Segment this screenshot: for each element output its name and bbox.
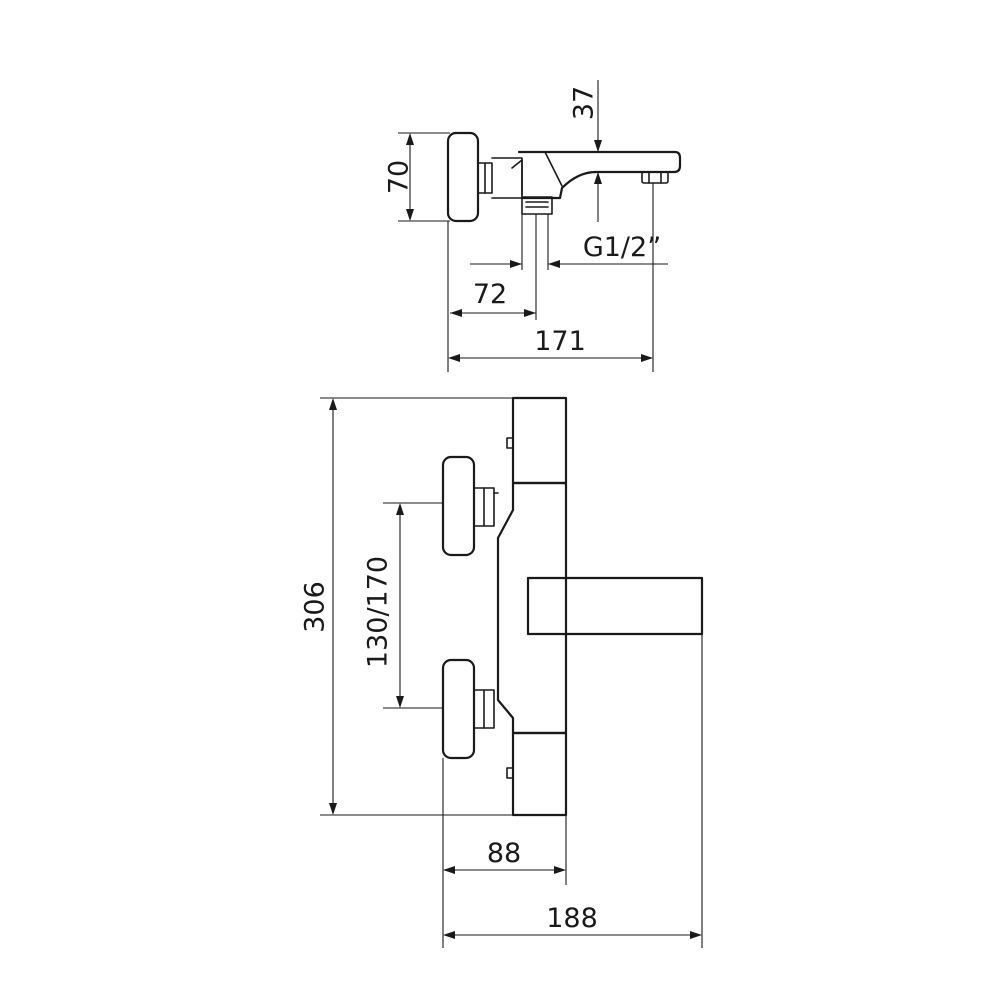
dim-label-171: 171 (534, 326, 586, 357)
mixer-body-front (496, 481, 568, 735)
bottom-end-cap (511, 731, 568, 817)
top-end-cap (511, 396, 568, 485)
dimension-37: 37 (568, 80, 604, 222)
dim-label-70: 70 (383, 160, 414, 194)
dim-label-188: 188 (546, 903, 598, 934)
thread-inlet (521, 196, 553, 215)
dimension-130-170: 130/170 (362, 502, 443, 709)
dimension-188: 188 (443, 634, 703, 948)
dimension-306: 306 (299, 397, 513, 816)
dimension-70: 70 (383, 132, 450, 222)
dim-label-130-170: 130/170 (362, 556, 393, 668)
dimension-88: 88 (442, 758, 567, 948)
top-view (446, 131, 682, 223)
wall-flange (446, 131, 480, 223)
dim-label-72: 72 (473, 279, 507, 310)
spout-outlet (641, 171, 669, 184)
mixer-body (517, 150, 682, 200)
dimension-171: 171 (447, 183, 654, 372)
dim-label-88: 88 (487, 838, 521, 869)
upper-inlet-flange (441, 455, 476, 557)
spout (526, 576, 704, 636)
dim-label-thread: G1/2” (583, 232, 661, 263)
dimension-thread: G1/2” (470, 214, 668, 270)
dimension-72: 72 (450, 214, 537, 320)
dim-label-37: 37 (568, 86, 599, 120)
dim-label-306: 306 (299, 581, 330, 633)
lower-inlet-flange (441, 658, 476, 760)
front-view (441, 396, 704, 817)
